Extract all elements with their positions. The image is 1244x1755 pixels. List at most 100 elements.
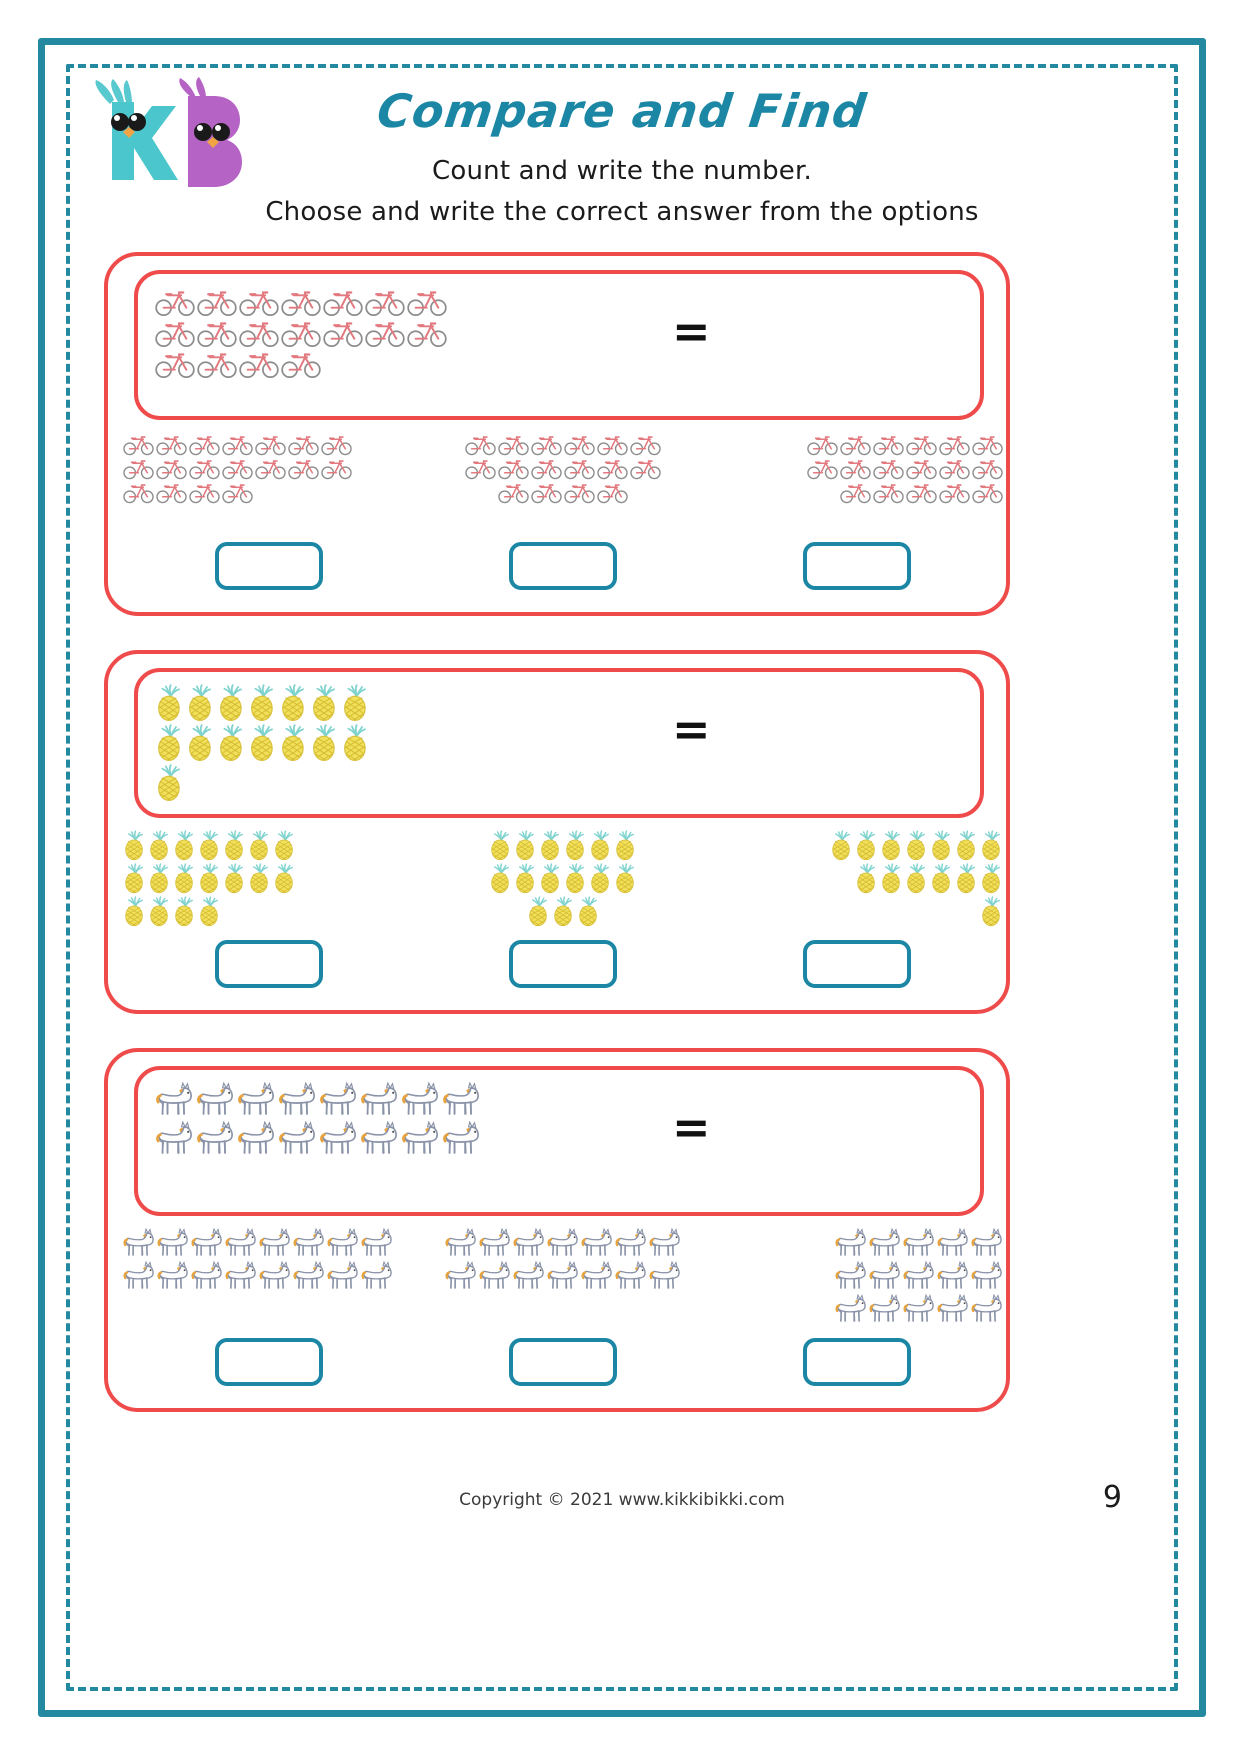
bicycle-icon [972,484,1003,504]
bicycle-icon [840,484,871,504]
icon-row [154,684,654,722]
option-horses-option-b[interactable] [416,1228,710,1400]
option-pineapples-option-a[interactable] [122,830,416,1002]
bicycle-icon [531,484,562,504]
option-horses-option-c[interactable] [710,1228,1004,1400]
bicycle-icon [407,291,447,317]
bicycle-icon [222,484,253,504]
pineapple-icon [251,724,273,762]
bicycle-icon [222,460,253,480]
horse-icon [445,1261,476,1289]
answer-input-box[interactable] [509,940,617,988]
horse-icon [402,1082,438,1115]
bicycle-icon [197,291,237,317]
horse-icon [937,1228,968,1256]
horse-icon [513,1228,544,1256]
bicycle-icon [939,436,970,456]
pineapple-icon [491,830,509,861]
option-bicycles-option-c[interactable] [710,432,1004,604]
horse-icon [259,1228,290,1256]
pineapple-icon [578,896,597,927]
bicycle-icon [407,322,447,348]
icon-row [416,830,710,861]
option-pineapples-option-c[interactable] [710,830,1004,1002]
horse-icon [197,1121,233,1154]
option-pineapples-option-b[interactable] [416,830,710,1002]
pineapple-icon [275,863,293,894]
answer-input-box[interactable] [215,1338,323,1386]
option-icon-group [710,830,1004,950]
bicycle-icon [630,460,661,480]
horse-icon [479,1228,510,1256]
bicycle-icon [323,322,363,348]
answer-input-box[interactable] [215,940,323,988]
icon-row [710,432,1004,456]
pineapple-icon [225,863,243,894]
bicycle-icon [155,322,195,348]
pineapple-icon [932,830,950,861]
bicycle-icon [155,291,195,317]
icon-row [122,830,416,861]
bicycle-icon [531,460,562,480]
pineapple-icon [175,863,193,894]
pineapple-icon [250,830,268,861]
horse-icon [581,1228,612,1256]
bicycle-icon [123,484,154,504]
horse-icon [903,1294,934,1322]
answer-input-box[interactable] [509,1338,617,1386]
pineapple-icon [857,830,875,861]
option-bicycles-option-b[interactable] [416,432,710,604]
icon-row [154,1121,654,1160]
bicycle-icon [597,436,628,456]
option-horses-option-a[interactable] [122,1228,416,1400]
pineapple-icon [832,830,850,861]
copyright-text: Copyright © 2021 www.kikkibikki.com [459,1490,785,1510]
horse-icon [293,1228,324,1256]
horse-icon [123,1261,154,1289]
pineapple-icon [158,684,180,722]
answer-input-box[interactable] [803,940,911,988]
pineapple-icon [491,863,509,894]
page-border-solid [38,38,1206,1717]
pineapple-icon [857,863,875,894]
option-icon-group [416,830,710,950]
icon-row [154,1082,654,1121]
pineapple-icon [566,863,584,894]
pineapple-icon [907,863,925,894]
icon-row [154,286,654,317]
answer-input-box[interactable] [803,1338,911,1386]
horse-icon [259,1261,290,1289]
icon-row [122,896,416,927]
bicycle-icon [222,436,253,456]
icon-row [710,456,1004,480]
horse-icon [361,1261,392,1289]
horse-icon [479,1261,510,1289]
bicycle-icon [321,460,352,480]
bicycle-icon [906,484,937,504]
equals-sign: = [672,1100,711,1154]
horse-icon [869,1294,900,1322]
bicycle-icon [281,353,321,379]
page-number: 9 [1102,1480,1122,1515]
pineapple-icon [125,830,143,861]
option-bicycles-option-a[interactable] [122,432,416,604]
pineapple-icon [982,896,1000,927]
bicycle-icon [465,460,496,480]
pineapple-icon [150,830,168,861]
pineapple-icon [566,830,584,861]
icon-row [710,863,1004,894]
pineapple-icon [616,830,634,861]
pineapple-icon [982,863,1000,894]
bicycle-icon [239,291,279,317]
horse-icon [903,1228,934,1256]
answer-input-box[interactable] [215,542,323,590]
answer-input-box[interactable] [803,542,911,590]
bicycle-icon [288,436,319,456]
bicycle-icon [323,291,363,317]
bicycle-icon [239,322,279,348]
answer-input-box[interactable] [509,542,617,590]
pineapple-icon [882,863,900,894]
bicycle-icon [281,291,321,317]
pineapple-icon [616,863,634,894]
bicycle-icon [189,436,220,456]
